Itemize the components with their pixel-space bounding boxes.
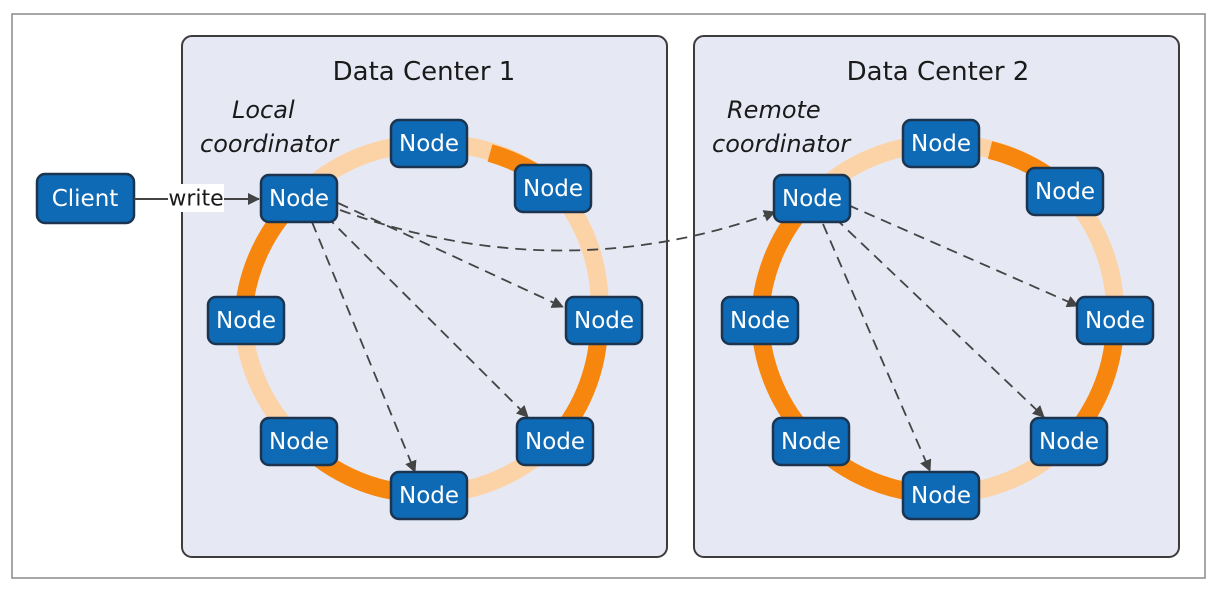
dc2-node-right[interactable]: Node (1075, 295, 1155, 346)
dc2-remote-coordinator-node[interactable]: Node (772, 173, 852, 224)
dc1-node-bottom-right[interactable]: Node (515, 416, 595, 467)
node-label: Node (523, 176, 583, 202)
node-label: Node (730, 308, 790, 334)
node-label: Node (911, 131, 971, 157)
node-label: Node (269, 429, 329, 455)
replication-arrow (847, 204, 1079, 308)
replication-arrow (325, 215, 529, 418)
dc1-local-coordinator-node[interactable]: Node (259, 173, 339, 224)
replication-arrow (834, 217, 1045, 418)
node-label: Node (782, 186, 842, 212)
remote-coordinator-label-line1: Remote (727, 96, 821, 124)
dc2-node-left[interactable]: Node (720, 295, 800, 346)
node-label: Node (911, 483, 971, 509)
dc1-node-bottom[interactable]: Node (389, 470, 469, 521)
client-node[interactable]: Client (35, 172, 136, 225)
replication-arrow (822, 223, 932, 472)
data-center-1-title: Data Center 1 (333, 57, 516, 87)
dc2-node-bottom[interactable]: Node (901, 470, 981, 521)
node-label: Node (216, 308, 276, 334)
local-coordinator-label-line1: Local (232, 96, 295, 124)
data-center-2-replication-arrows (822, 204, 1079, 472)
dc1-node-top-right[interactable]: Node (513, 163, 593, 214)
replication-arrow (311, 221, 417, 473)
dc2-node-bottom-left[interactable]: Node (771, 416, 851, 467)
dc2-node-top[interactable]: Node (901, 118, 981, 169)
remote-coordinator-label-line2: coordinator (712, 130, 852, 158)
node-label: Node (525, 429, 585, 455)
node-label: Node (1039, 429, 1099, 455)
dc1-node-bottom-left[interactable]: Node (259, 416, 339, 467)
dc2-node-top-right[interactable]: Node (1025, 166, 1105, 217)
write-label: write (168, 187, 223, 212)
node-label: Node (399, 483, 459, 509)
node-label: Node (574, 308, 634, 334)
node-label: Node (781, 429, 841, 455)
node-label: Node (1035, 179, 1095, 205)
dc2-node-bottom-right[interactable]: Node (1029, 416, 1109, 467)
node-label: Node (1085, 308, 1145, 334)
write-label-background (168, 184, 224, 212)
cross-dc-replication-arrow (339, 209, 776, 252)
data-center-2-title: Data Center 2 (847, 57, 1030, 87)
data-center-1-replication-arrows (311, 202, 776, 473)
dc1-node-top[interactable]: Node (389, 118, 469, 169)
replication-arrow (337, 202, 564, 308)
client-label: Client (52, 186, 119, 212)
node-label: Node (269, 186, 329, 212)
local-coordinator-label-line2: coordinator (200, 130, 340, 158)
node-label: Node (399, 131, 459, 157)
dc1-node-left[interactable]: Node (206, 295, 286, 346)
dc1-node-right[interactable]: Node (564, 295, 644, 346)
